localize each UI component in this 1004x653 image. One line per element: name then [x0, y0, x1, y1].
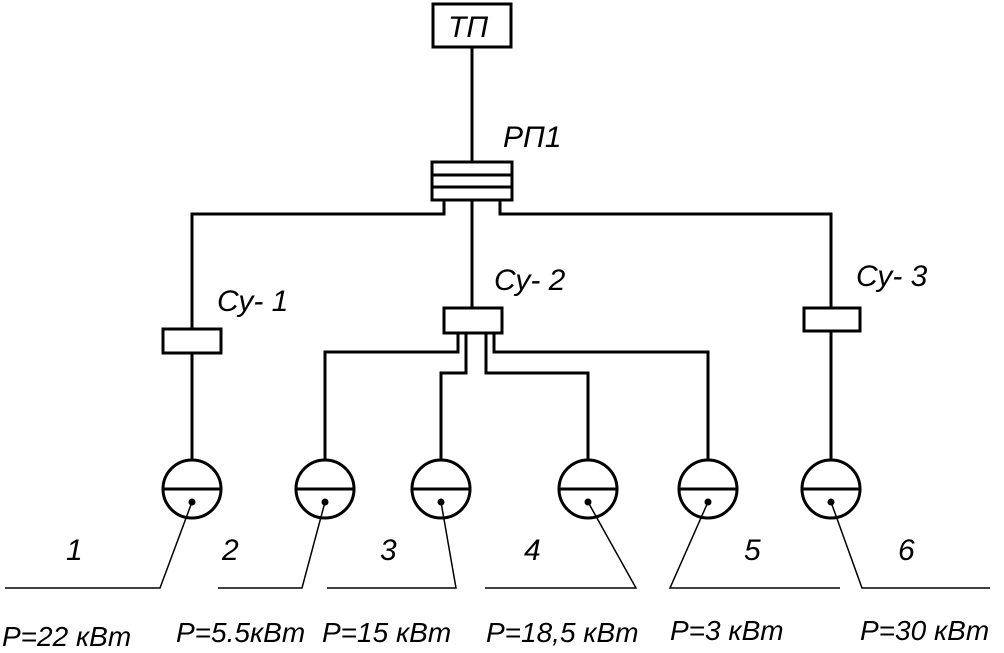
- rp-label: РП1: [503, 121, 561, 154]
- load-number-1: 1: [66, 534, 83, 567]
- load-number-5: 5: [744, 534, 761, 567]
- load-power-1: P=22 кВт: [2, 621, 131, 652]
- motor-5: [677, 458, 739, 520]
- leader-line-5: [668, 501, 840, 589]
- tp-label: ТП: [448, 11, 488, 44]
- load-number-2: 2: [221, 534, 239, 567]
- box-su3: [802, 306, 862, 333]
- branch-line-3: [498, 212, 833, 310]
- motor-3: [410, 458, 472, 520]
- load-power-2: P=5.5кВт: [176, 617, 305, 648]
- load-power-5: P=3 кВт: [670, 615, 784, 646]
- leader-line-3: [327, 501, 457, 589]
- box-su1-label: Су- 1: [217, 285, 288, 318]
- leader-line-2: [218, 501, 326, 589]
- motor-1: [161, 458, 223, 520]
- box-su2-label: Су- 2: [494, 264, 566, 297]
- load-power-3: P=15 кВт: [322, 617, 451, 648]
- box-su2-outlets: [323, 331, 710, 462]
- box-su1: [161, 327, 223, 355]
- load-number-4: 4: [524, 534, 541, 567]
- rp1-board: [430, 160, 514, 310]
- motor-4: [557, 458, 619, 520]
- motor-6: [800, 458, 862, 520]
- box-su3-label: Су- 3: [856, 260, 928, 293]
- leader-line-4: [485, 501, 638, 589]
- load-power-6: P=30 кВт: [860, 615, 989, 646]
- motor-2: [294, 458, 356, 520]
- load-number-3: 3: [380, 534, 397, 567]
- branch-line-1: [190, 212, 446, 331]
- leader-line-1: [5, 501, 193, 589]
- load-number-6: 6: [898, 534, 915, 567]
- leader-line-6: [830, 501, 990, 589]
- box-su2: [442, 306, 504, 335]
- load-power-4: P=18,5 кВт: [486, 617, 639, 648]
